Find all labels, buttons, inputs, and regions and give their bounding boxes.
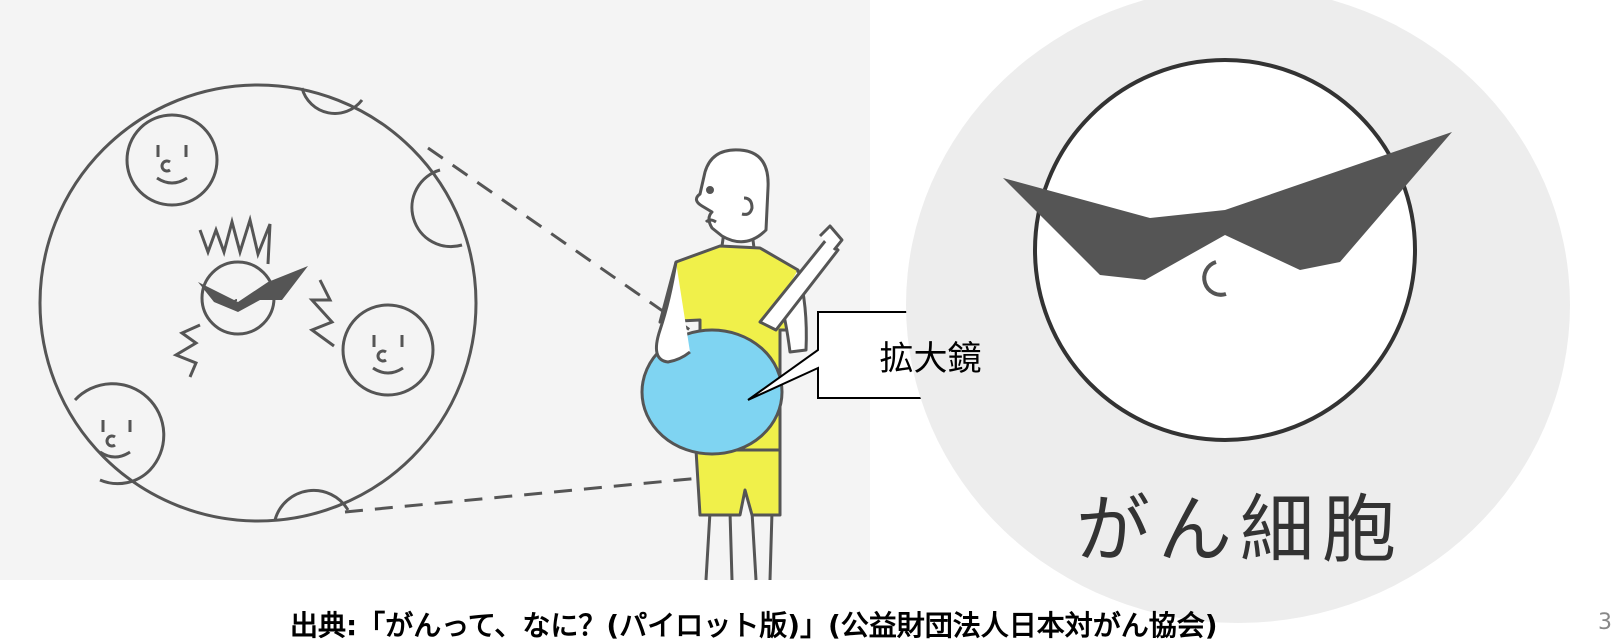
source-caption: 出典:「がんって、なに？(パイロット版)」(公益財団法人日本対がん協会)	[290, 609, 1218, 639]
zoomed-cancer-cell	[906, 0, 1570, 623]
cancer-cell-icon	[172, 214, 335, 378]
smiling-cell-icon	[125, 113, 219, 207]
magnifier-callout-label: 拡大鏡	[879, 338, 982, 379]
edge-cell-top	[300, 87, 364, 115]
edge-cell-bottom	[273, 488, 350, 521]
edge-cell-right	[410, 168, 463, 249]
sunglasses-icon	[1003, 132, 1452, 280]
smiling-cell-icon	[73, 382, 166, 486]
sunglasses-icon	[198, 266, 308, 312]
person-with-magnifier-icon	[640, 148, 844, 581]
magnified-tissue	[38, 83, 478, 523]
page-number: 3	[1598, 610, 1612, 635]
smiling-cell-icon	[341, 303, 435, 397]
tissue-circle	[38, 83, 478, 523]
zoom-lines	[344, 146, 701, 514]
cancer-cell-caption: がん細胞	[1076, 487, 1404, 573]
nose	[1202, 260, 1227, 297]
